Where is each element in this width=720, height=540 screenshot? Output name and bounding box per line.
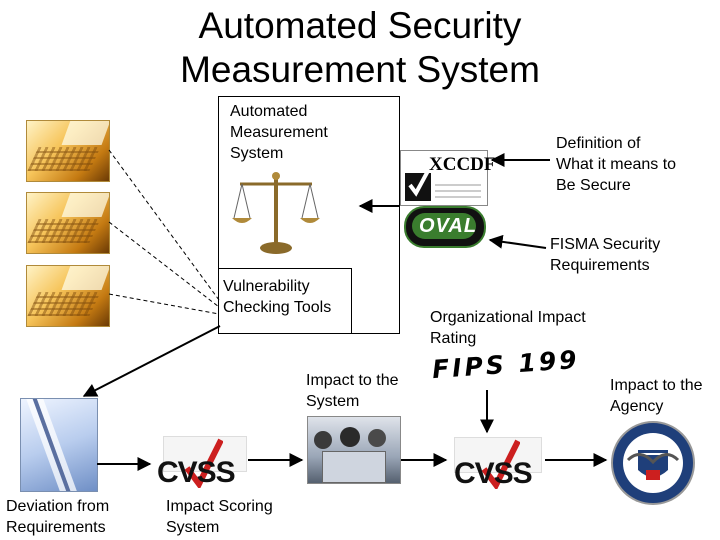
cvss-text: CVSS bbox=[157, 456, 236, 489]
fisma-label: FISMA Security Requirements bbox=[550, 236, 661, 274]
xccdf-text: XCCDF bbox=[429, 154, 496, 175]
laptop-image-2 bbox=[26, 192, 110, 254]
org-impact-label: Organizational Impact Rating bbox=[430, 309, 586, 347]
automated-measurement-label: Automated Measurement System bbox=[230, 103, 328, 162]
cvss-check-icon bbox=[184, 438, 223, 488]
page-title: Automated Security Measurement System bbox=[0, 4, 720, 92]
xccdf-check-icon bbox=[405, 168, 481, 201]
call-center-photo bbox=[307, 416, 401, 484]
xccdf-logo: XCCDF bbox=[400, 150, 496, 206]
laptop-image-3 bbox=[26, 265, 110, 327]
thermometer-image bbox=[20, 398, 98, 492]
dhs-seal-icon bbox=[611, 421, 695, 505]
vulnerability-tools-label: Vulnerability Checking Tools bbox=[223, 278, 332, 316]
cvss-check-icon-2 bbox=[481, 439, 520, 489]
cvss-logo-scoring: CVSS bbox=[155, 436, 247, 492]
definition-label: Definition of What it means to Be Secure bbox=[556, 135, 677, 194]
cvss-text-2: CVSS bbox=[454, 457, 533, 490]
title-line-2: Measurement System bbox=[180, 49, 540, 90]
impact-scoring-label: Impact Scoring System bbox=[166, 498, 273, 536]
vulnerability-tools-box bbox=[218, 268, 352, 334]
oval-logo: OVAL bbox=[404, 206, 486, 248]
impact-agency-label: Impact to the Agency bbox=[610, 377, 703, 415]
deviation-label: Deviation from Requirements bbox=[6, 498, 110, 536]
cvss-logo-agency: CVSS bbox=[450, 437, 544, 493]
balance-scale-icon bbox=[232, 172, 320, 254]
impact-system-label: Impact to the System bbox=[306, 372, 399, 410]
title-line-1: Automated Security bbox=[198, 5, 522, 46]
oval-text: OVAL bbox=[419, 215, 478, 237]
